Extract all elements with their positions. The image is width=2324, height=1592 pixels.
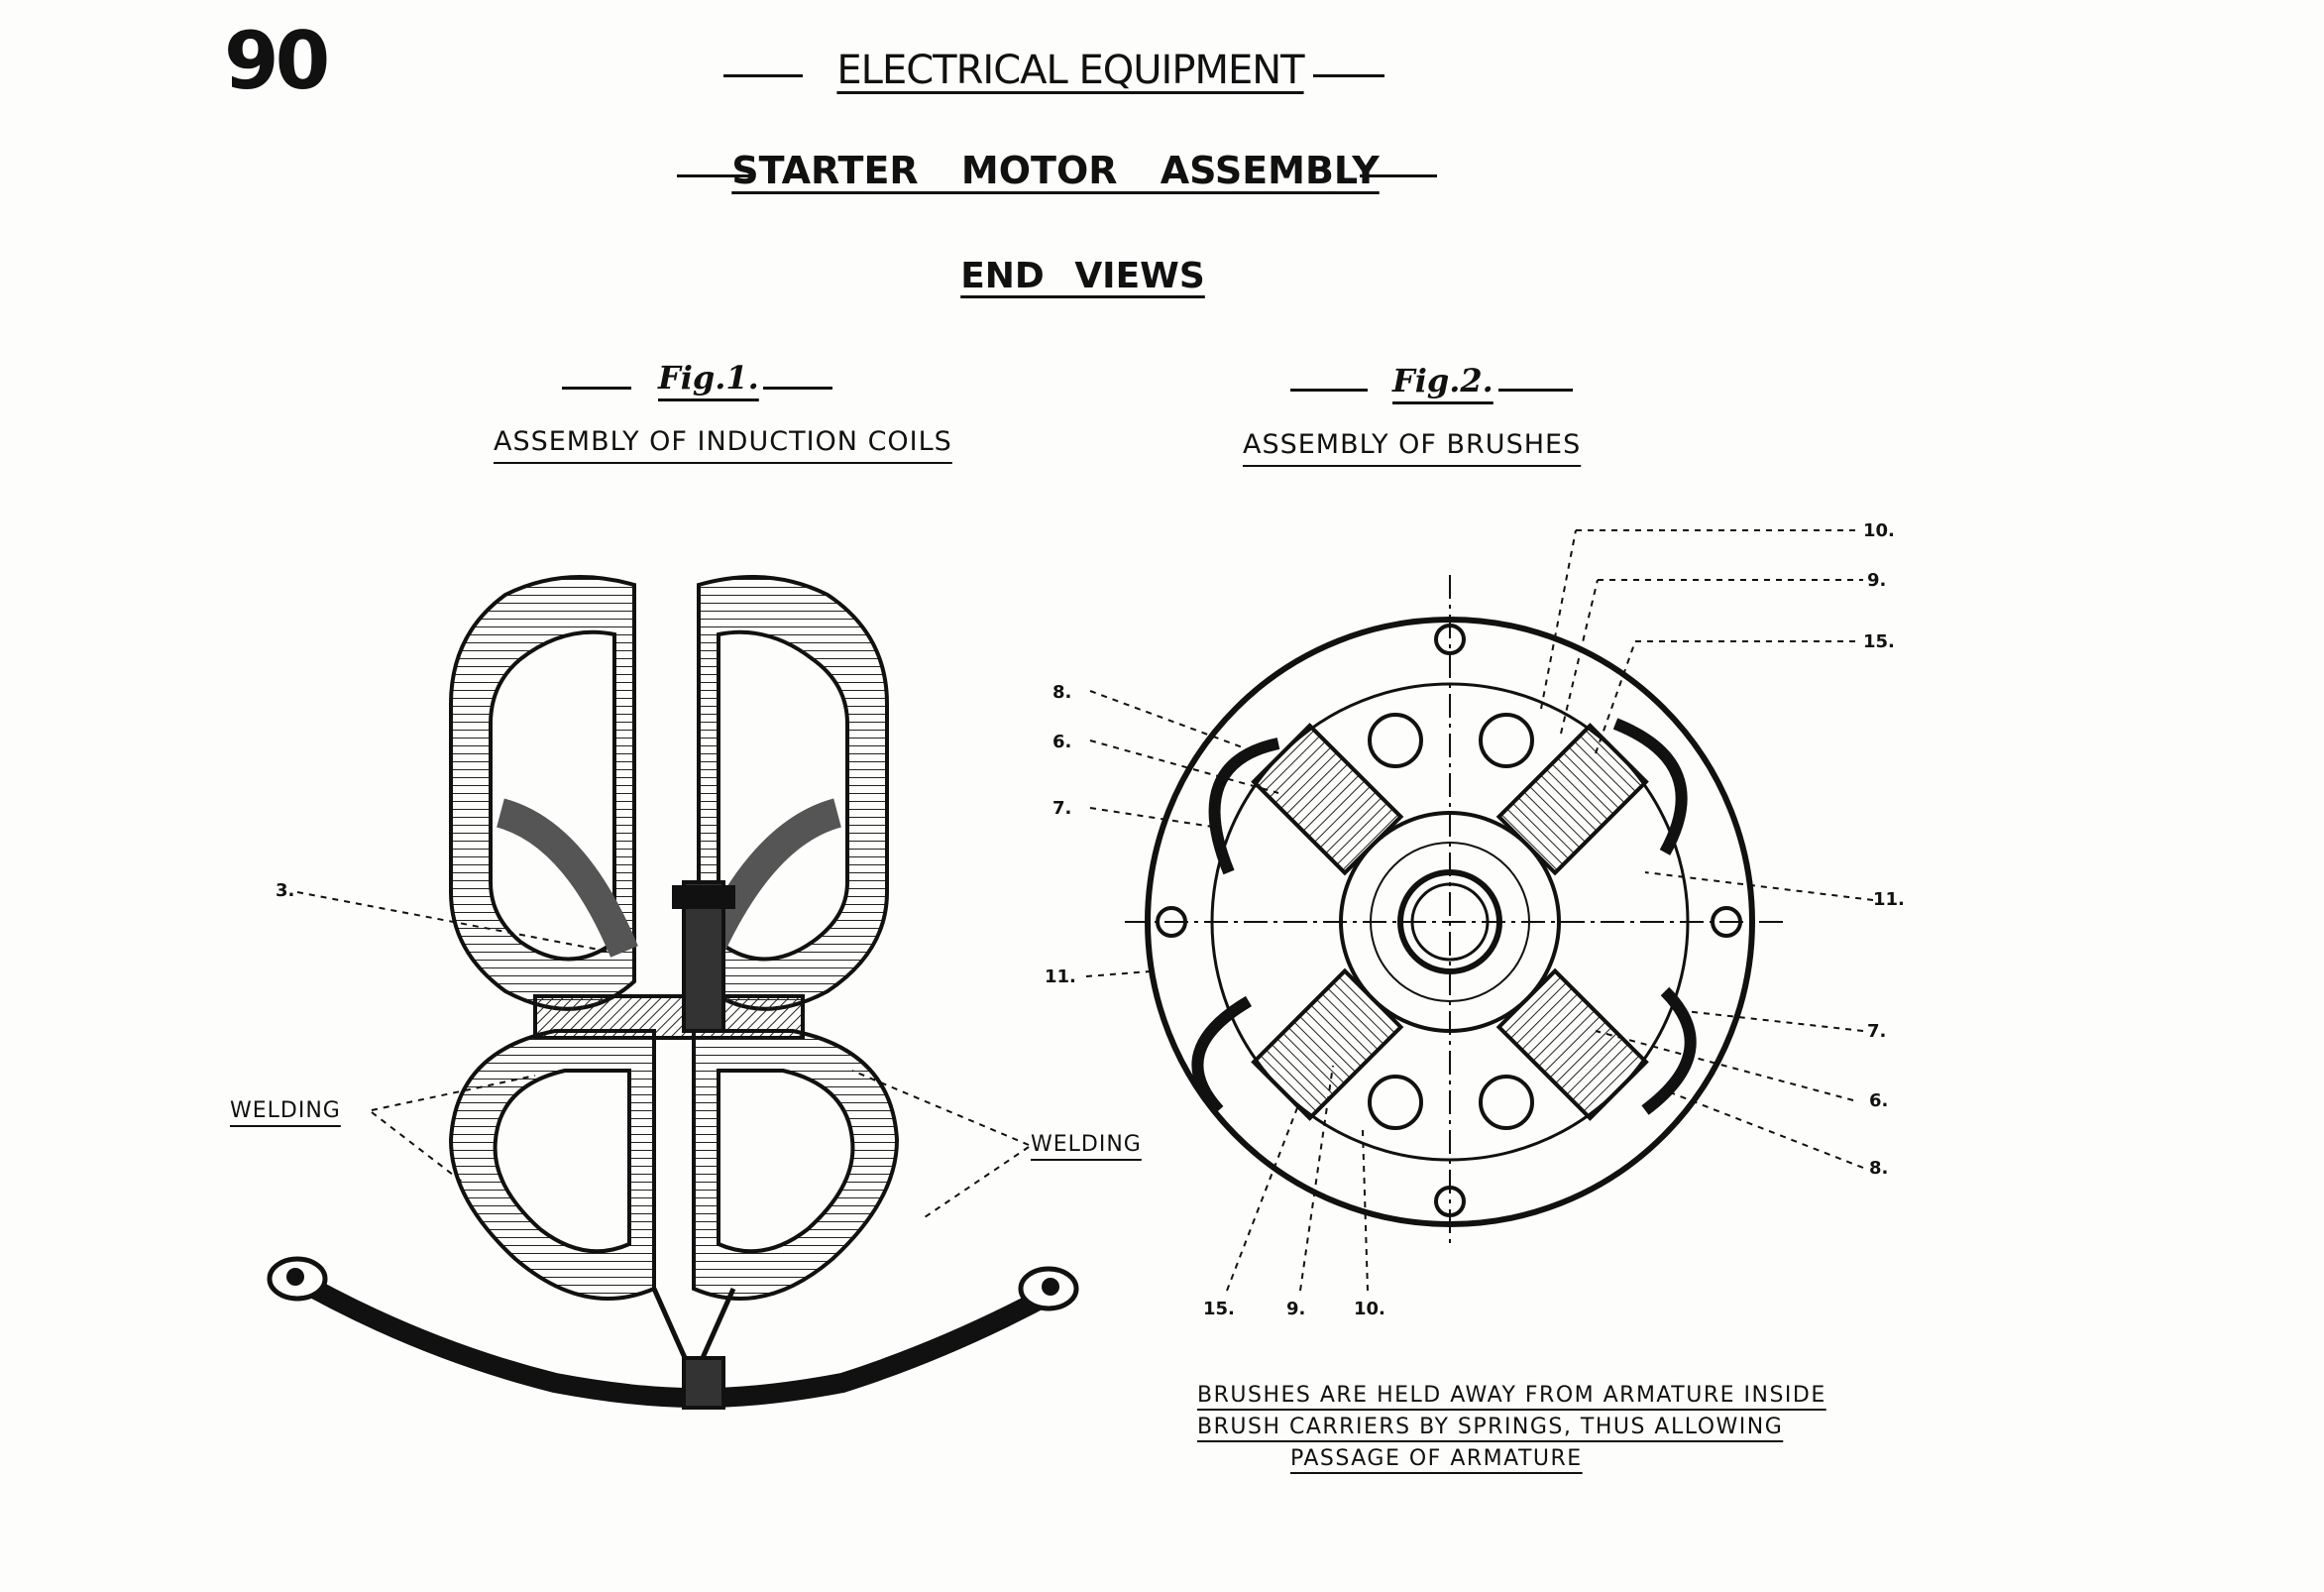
fig2-dash-left [1290, 389, 1368, 392]
fig2-callout-left-6: 6. [1052, 732, 1072, 752]
fig2-note-line-2: BRUSH CARRIERS BY SPRINGS, THUS ALLOWING [1197, 1415, 1784, 1439]
fig1-dash-left [562, 387, 631, 390]
fig2-callout-top-9: 9. [1867, 570, 1887, 591]
fig2-callout-top-15: 15. [1863, 631, 1895, 652]
fig2-callout-right-7: 7. [1867, 1021, 1887, 1042]
subtitle-dash-right [1360, 174, 1437, 177]
brush-assembly-drawing [1085, 529, 1874, 1292]
title-dash-left [723, 74, 803, 77]
page-number: 90 [224, 15, 330, 107]
fig2-callout-bottom-15: 15. [1203, 1299, 1235, 1319]
fig2-callout-right-11: 11. [1873, 889, 1905, 910]
fig2-label: Fig.2. [1392, 362, 1494, 399]
fig2-callout-bottom-10: 10. [1354, 1299, 1385, 1319]
fig2-note-line-1: BRUSHES ARE HELD AWAY FROM ARMATURE INSI… [1197, 1383, 1826, 1408]
section-title: ELECTRICAL EQUIPMENT [836, 48, 1304, 93]
fig1-dash-right [763, 387, 832, 390]
fig2-callout-right-6: 6. [1869, 1090, 1889, 1111]
subtitle: STARTER MOTOR ASSEMBLY [731, 149, 1380, 192]
fig2-callout-top-10: 10. [1863, 520, 1895, 541]
fig2-callout-right-8: 8. [1869, 1158, 1889, 1179]
title-dash-right [1313, 74, 1384, 77]
fig2-caption: ASSEMBLY OF BRUSHES [1243, 429, 1582, 460]
view-title: END VIEWS [960, 256, 1205, 296]
fig2-note-line-3: PASSAGE OF ARMATURE [1290, 1446, 1583, 1471]
fig2-callout-left-7: 7. [1052, 798, 1072, 819]
fig1-callout-3: 3. [276, 880, 295, 901]
fig1-callout-welding-right: WELDING [1031, 1132, 1142, 1157]
subtitle-dash-left [677, 174, 754, 177]
fig2-callout-left-11: 11. [1045, 967, 1076, 987]
fig1-caption: ASSEMBLY OF INDUCTION COILS [494, 426, 952, 457]
fig2-callout-bottom-9: 9. [1286, 1299, 1306, 1319]
fig1-callout-welding-left: WELDING [230, 1098, 341, 1123]
induction-coil-assembly-drawing [267, 575, 1079, 1410]
fig2-dash-right [1498, 389, 1573, 392]
fig1-label: Fig.1. [658, 359, 759, 397]
fig2-callout-left-8: 8. [1052, 682, 1072, 703]
